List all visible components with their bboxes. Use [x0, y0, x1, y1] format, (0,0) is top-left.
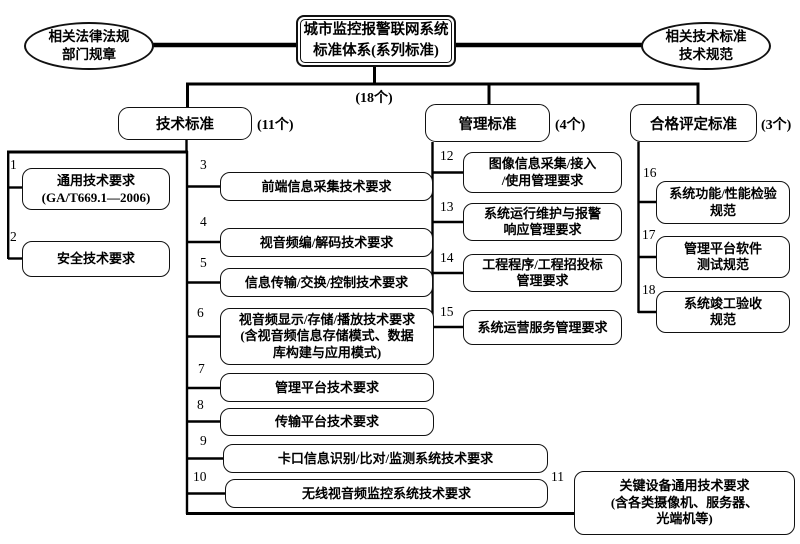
- branch-lines: [7, 66, 700, 515]
- item-text: 无线视音频监控系统技术要求: [301, 485, 471, 501]
- item-number-5: 5: [200, 255, 207, 270]
- item-number-6: 6: [197, 305, 204, 320]
- item-text: 视音频编/解码技术要求: [259, 234, 394, 250]
- item-number-14: 14: [440, 250, 454, 265]
- item-number-16: 16: [643, 165, 657, 180]
- root-title: 城市监控报警联网系统: [303, 22, 449, 38]
- item-box-18: 系统竣工验收 规范: [656, 291, 790, 333]
- tech-subtree-lines: [6, 139, 225, 514]
- item-text: 关键设备通用技术要求: [619, 478, 750, 494]
- ellipse-text: 相关法律法规: [48, 29, 130, 44]
- item-text: 管理平台技术要求: [274, 379, 379, 395]
- item-text: 安全技术要求: [56, 251, 135, 267]
- item-box-11: 关键设备通用技术要求 (含各类摄像机、服务器、 光端机等): [574, 471, 795, 535]
- item-box-1: 通用技术要求 (GA/T669.1—2006): [22, 168, 170, 210]
- left-ellipse-laws: 相关法律法规 部门规章: [24, 22, 154, 70]
- right-ellipse-standards: 相关技术标准 技术规范: [641, 22, 771, 70]
- item-box-3: 前端信息采集技术要求: [220, 172, 433, 201]
- item-text: 规范: [709, 312, 736, 327]
- item-box-15: 系统运营服务管理要求: [463, 310, 622, 345]
- root-node: 城市监控报警联网系统 标准体系(系列标准): [296, 15, 456, 67]
- item-box-8: 传输平台技术要求: [220, 408, 434, 436]
- item-box-17: 管理平台软件 测试规范: [656, 236, 790, 278]
- ellipse-text: 部门规章: [62, 47, 116, 62]
- item-text: 工程程序/工程招投标: [482, 256, 603, 272]
- item-text: 视音频显示/存储/播放技术要求: [238, 311, 416, 327]
- item-number-11: 11: [551, 469, 564, 484]
- item-number-7: 7: [198, 361, 205, 376]
- root-node-inner: 城市监控报警联网系统 标准体系(系列标准): [300, 19, 452, 63]
- item-number-8: 8: [197, 397, 204, 412]
- item-box-7: 管理平台技术要求: [220, 373, 434, 402]
- item-number-1: 1: [10, 157, 17, 172]
- total-count-label: (18个): [355, 91, 393, 106]
- item-box-4: 视音频编/解码技术要求: [220, 228, 433, 257]
- item-box-16: 系统功能/性能检验 规范: [656, 181, 790, 224]
- item-number-10: 10: [193, 469, 207, 484]
- item-number-13: 13: [440, 199, 454, 214]
- item-number-12: 12: [440, 148, 454, 163]
- item-text: 光端机等): [656, 511, 713, 527]
- item-box-5: 信息传输/交换/控制技术要求: [220, 268, 433, 297]
- item-text: (含各类摄像机、服务器、: [610, 494, 759, 510]
- item-text: 管理平台软件: [683, 240, 762, 256]
- item-text: /使用管理要求: [501, 172, 584, 188]
- item-box-9: 卡口信息识别/比对/监测系统技术要求: [223, 444, 548, 473]
- item-box-12: 图像信息采集/接入 /使用管理要求: [463, 152, 622, 193]
- item-box-6: 视音频显示/存储/播放技术要求 (含视音频信息存储模式、数据 库构建与应用模式): [220, 308, 434, 365]
- root-subtitle: 标准体系(系列标准): [313, 43, 439, 59]
- item-number-9: 9: [200, 433, 207, 448]
- item-text: 规范: [709, 202, 736, 218]
- branch-conf: 合格评定标准: [630, 104, 757, 142]
- branch-tech: 技术标准: [118, 107, 252, 140]
- item-box-13: 系统运行维护与报警 响应管理要求: [463, 203, 622, 241]
- mgmt-subtree-lines: [431, 142, 464, 329]
- item-number-4: 4: [200, 214, 207, 229]
- ellipse-text: 相关技术标准: [665, 29, 747, 44]
- item-number-3: 3: [200, 157, 207, 172]
- item-text: 传输平台技术要求: [274, 414, 379, 430]
- branch-mgmt: 管理标准: [425, 104, 550, 142]
- item-number-17: 17: [642, 227, 656, 242]
- item-text: 系统运行维护与报警: [483, 205, 601, 221]
- item-number-15: 15: [440, 304, 454, 319]
- item-text: 信息传输/交换/控制技术要求: [244, 274, 409, 290]
- item-text: 通用技术要求: [56, 172, 135, 188]
- item-text: 卡口信息识别/比对/监测系统技术要求: [277, 450, 494, 466]
- item-box-2: 安全技术要求: [22, 241, 170, 277]
- item-text: 库构建与应用模式): [272, 344, 382, 360]
- branch-tech-count: (11个): [257, 118, 294, 133]
- item-text: 响应管理要求: [503, 222, 582, 237]
- item-text: 系统运营服务管理要求: [477, 319, 608, 335]
- branch-conf-count: (3个): [761, 118, 792, 133]
- item-box-14: 工程程序/工程招投标 管理要求: [463, 254, 622, 292]
- conf-subtree-lines: [637, 142, 657, 314]
- item-box-10: 无线视音频监控系统技术要求: [225, 479, 548, 508]
- item-number-2: 2: [10, 229, 17, 244]
- item-text: 系统竣工验收: [683, 295, 762, 311]
- branch-mgmt-count: (4个): [555, 118, 586, 133]
- item-text: 管理要求: [516, 273, 569, 288]
- item-text: (GA/T669.1—2006): [41, 190, 151, 205]
- item-text: 系统功能/性能检验: [669, 186, 777, 201]
- item-text: 测试规范: [696, 257, 749, 272]
- item-text: (含视音频信息存储模式、数据: [240, 328, 414, 344]
- ellipse-text: 技术规范: [679, 47, 733, 62]
- item-text: 前端信息采集技术要求: [261, 178, 392, 194]
- item-text: 图像信息采集/接入: [488, 156, 597, 171]
- item-number-18: 18: [642, 282, 656, 297]
